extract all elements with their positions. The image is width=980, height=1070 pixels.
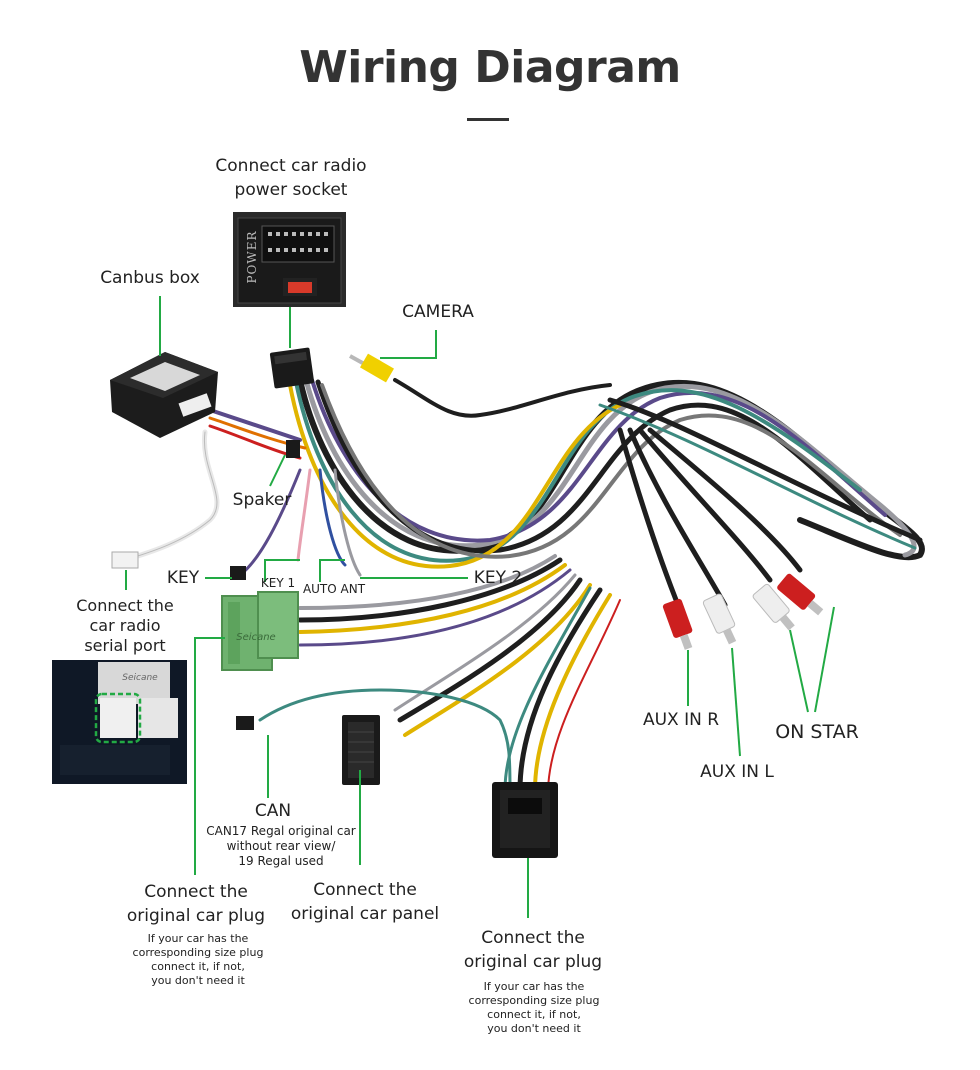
label-canbus-box: Canbus box (100, 268, 200, 288)
label-camera: CAMERA (402, 302, 474, 322)
label-line: you don't need it (487, 1022, 581, 1035)
label-serial-port: Connect the car radio serial port (68, 596, 182, 656)
rca-plugs (662, 573, 824, 650)
label-line: car radio (89, 616, 161, 635)
label-line: connect it, if not, (151, 960, 245, 973)
speaker-connector (286, 440, 300, 458)
label-line: you don't need it (151, 974, 245, 987)
label-line: Connect the (144, 882, 248, 902)
label-original-plug-right-note: If your car has the corresponding size p… (456, 980, 612, 1036)
serial-port-plug (111, 551, 139, 569)
label-original-panel: Connect the original car panel (282, 878, 448, 926)
label-line: original car panel (290, 904, 440, 924)
key-connector (230, 566, 246, 580)
label-aux-in-r: AUX IN R (642, 710, 720, 730)
label-line: original car plug (463, 952, 603, 972)
label-speaker: Spaker (232, 490, 292, 510)
green-connector: Seicane (221, 591, 299, 671)
label-auto-ant: AUTO ANT (302, 582, 366, 596)
wire-harness (122, 377, 925, 793)
label-line: corresponding size plug (468, 994, 600, 1007)
label-line: serial port (84, 636, 166, 655)
label-original-plug-right: Connect the original car plug (450, 926, 616, 974)
label-aux-in-l: AUX IN L (700, 762, 774, 782)
label-line: Connect the (481, 928, 585, 948)
label-key2: KEY 2 (473, 568, 523, 588)
camera-rca (349, 353, 394, 383)
power-socket-photo (233, 212, 346, 307)
power-harness-plug (269, 347, 315, 389)
label-line: Connect car radio (215, 156, 367, 176)
callout-lines (125, 296, 835, 918)
connector-brand-text: Seicane (236, 632, 275, 643)
photo-brand-text: Seicane (122, 673, 158, 683)
label-key1: KEY 1 (260, 576, 296, 590)
label-can: CAN (254, 801, 292, 821)
label-line: Connect the (76, 596, 174, 615)
panel-connector (342, 715, 380, 785)
label-line: CAN17 Regal original car (206, 824, 356, 838)
label-line: original car plug (126, 906, 266, 926)
label-original-plug-left-note: If your car has the corresponding size p… (120, 932, 276, 988)
label-can-note: CAN17 Regal original car without rear vi… (196, 824, 366, 869)
label-line: Connect the (313, 880, 417, 900)
power-socket-text: POWER (245, 230, 259, 284)
label-power-socket: Connect car radio power socket (196, 154, 386, 202)
label-line: If your car has the (483, 980, 585, 993)
label-line: corresponding size plug (132, 946, 264, 959)
title-divider (467, 118, 509, 121)
label-line: power socket (234, 180, 348, 200)
label-line: connect it, if not, (487, 1008, 581, 1021)
label-key: KEY (166, 568, 200, 588)
radio-serial-port-photo: Seicane (52, 660, 187, 784)
canbus-box-graphic (110, 352, 218, 438)
label-on-star: ON STAR (775, 721, 859, 743)
label-line: If your car has the (147, 932, 249, 945)
original-plug-right-graphic (492, 782, 558, 858)
label-line: 19 Regal used (238, 854, 324, 868)
label-line: without rear view/ (226, 839, 336, 853)
page-title: Wiring Diagram (299, 42, 681, 93)
can-connector (236, 716, 254, 730)
label-original-plug-left: Connect the original car plug (116, 880, 276, 928)
